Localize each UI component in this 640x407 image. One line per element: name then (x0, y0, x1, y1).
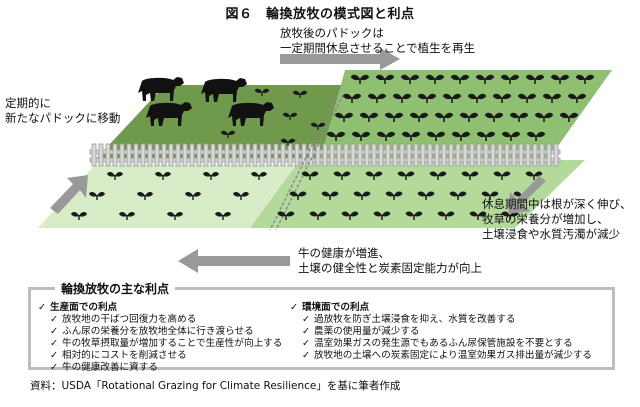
source-note: 資料：USDA「Rotational Grazing for Climate R… (30, 380, 401, 392)
list-item: ✓牛の健康改善に資する (50, 362, 158, 373)
benefits-panel (28, 287, 615, 370)
list-item: ✓ふん尿の栄養分を放牧地全体に行き渡らせる (50, 326, 254, 337)
list-item: ✓放牧地の干ばつ回復力を高める (50, 314, 197, 325)
resting-label: 放牧後のパドックは一定期間休息させることで植生を再生 (280, 26, 476, 55)
list-item: ✓相対的にコストを削減させる (50, 350, 187, 361)
outcome-label: 牛の健康が増進、土壌の健全性と炭素固定能力が向上 (298, 246, 482, 275)
move-label: 定期的に新たなパドックに移動 (5, 96, 121, 125)
environment-benefits: ✓環境面での利点 ✓過放牧を防ぎ土壌浸食を抑え、水質を改善する ✓農薬の使用量が… (290, 302, 593, 361)
arrow-right (280, 48, 400, 70)
arrow-left (178, 249, 290, 273)
arrow-down-right (508, 175, 546, 214)
production-benefits: ✓生産面での利点 ✓放牧地の干ばつ回復力を高める ✓ふん尿の栄養分を放牧地全体に… (38, 302, 283, 373)
paddock-illustration (38, 48, 612, 273)
list-item: ✓牛の牧草摂取量が増加することで生産性が向上する (50, 338, 283, 349)
arrow-up-left (50, 175, 88, 214)
figure-title: 図６ 輪換放牧の模式図と利点 (225, 7, 415, 22)
front-left-paddock (38, 165, 300, 228)
list-item: ✓過放牧を防ぎ土壌浸食を抑え、水質を改善する (302, 314, 516, 325)
list-item: ✓温室効果ガスの発生源でもあるふん尿保管施設を不要とする (302, 338, 573, 349)
portable-fence (269, 94, 344, 231)
list-item: ✓農薬の使用量が減少する (302, 326, 420, 337)
front-right-paddock (250, 160, 585, 228)
fence (89, 143, 561, 167)
rest-effect-label: 休息期間中は根が深く伸び、牧草の栄養分が増加し、土壌浸食や水質汚濁が減少 (482, 197, 632, 241)
benefits-title: 輪換放牧の主な利点 (55, 280, 176, 297)
list-item: ✓放牧地の土壌への炭素固定により温室効果ガス排出量が減少する (302, 350, 593, 361)
